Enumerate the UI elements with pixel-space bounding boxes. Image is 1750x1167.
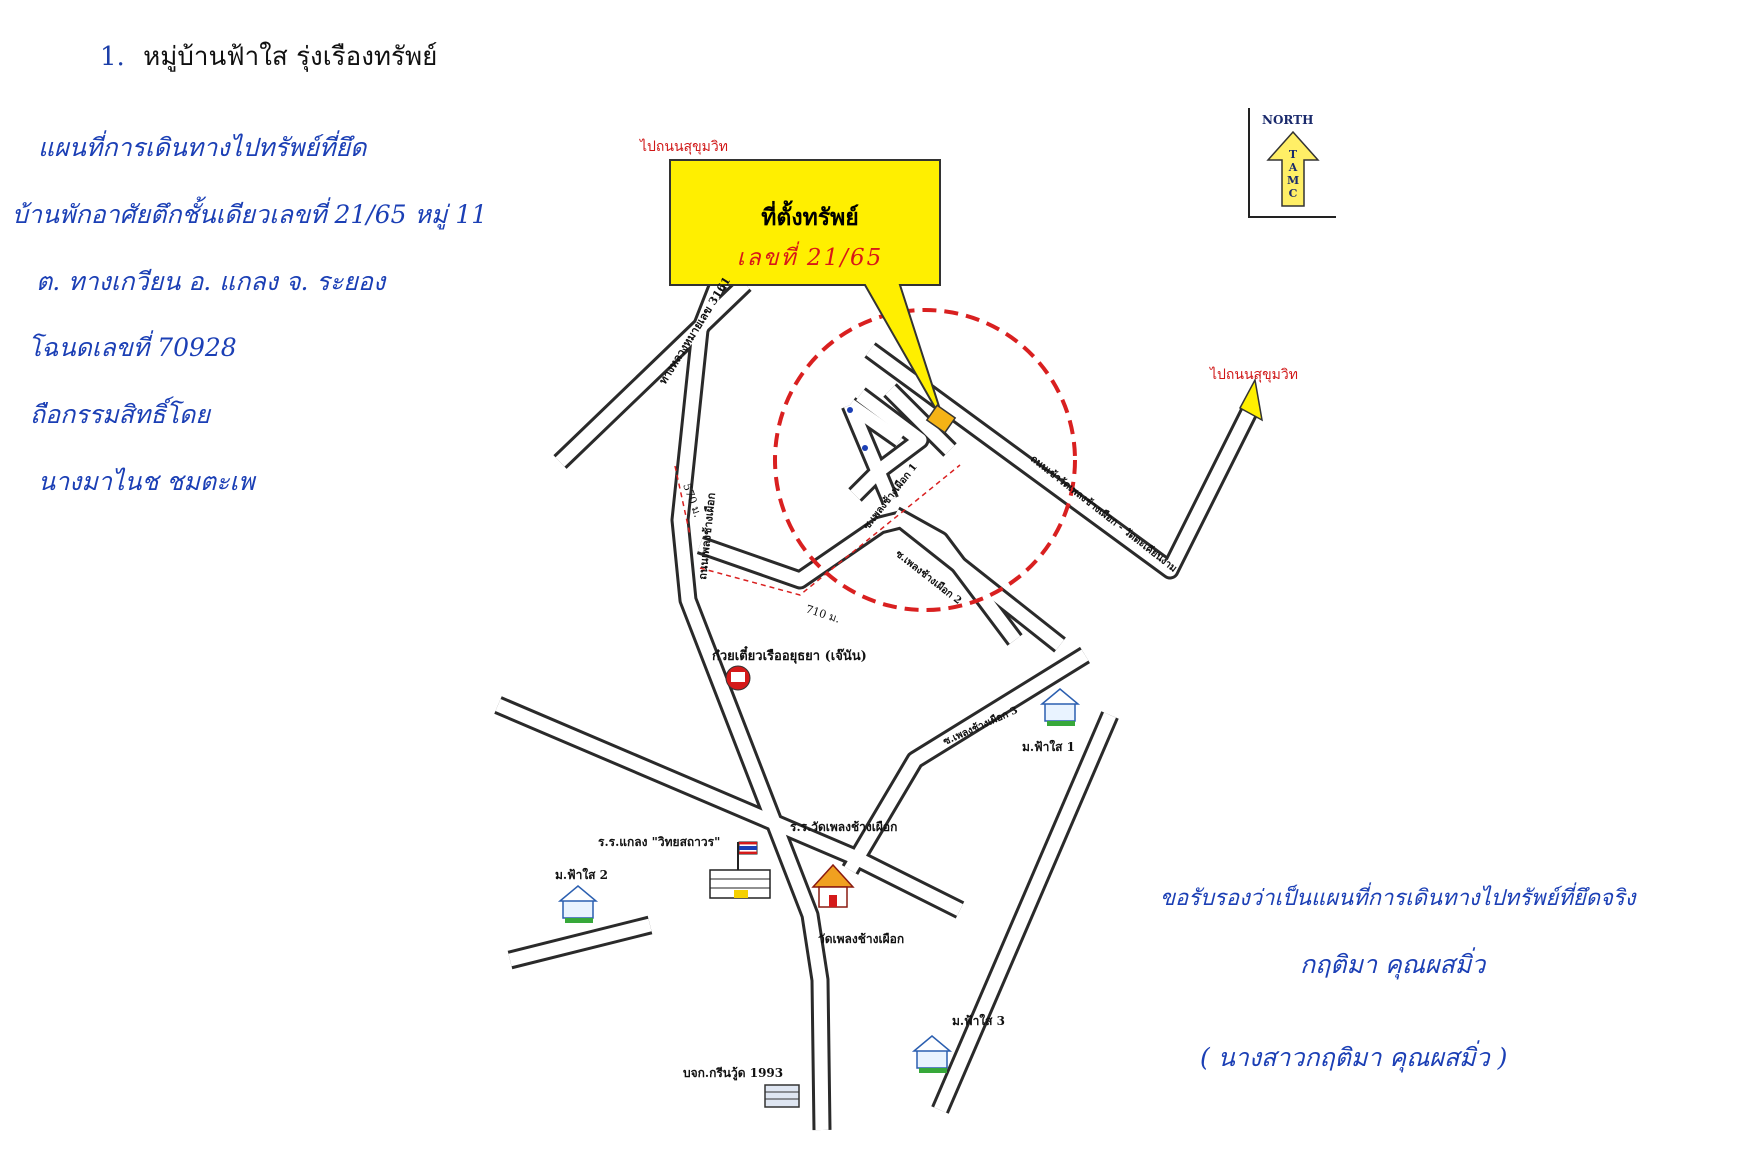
- label-village-2: ม.ฟ้าใส 2: [555, 868, 609, 882]
- property-callout-box: [669, 159, 946, 426]
- heading-number: 1.: [100, 42, 125, 72]
- compass-letter-c: C: [1288, 187, 1298, 200]
- label-village-1: ม.ฟ้าใส 1: [1022, 740, 1076, 754]
- property-area-circle: [773, 308, 1077, 612]
- label-to-sukhumvit-right: ไปถนนสุขุมวิท: [1210, 367, 1298, 383]
- company-icon: [764, 1084, 800, 1108]
- page-heading: 1. หมู่บ้านฟ้าใส รุ่งเรืองทรัพย์: [100, 36, 437, 77]
- label-road-to-wat: ถนนเข้าวัดเพลงช้างเผือก - วัดตะเคียนงาม: [1028, 453, 1179, 575]
- note-line-4: โฉนดเลขที่ 70928: [28, 333, 237, 362]
- label-to-sukhumvit-top: ไปถนนสุขุมวิท: [640, 139, 728, 155]
- house-icon-village-1: [1039, 688, 1081, 726]
- note-line-5: ถือกรรมสิทธิ์โดย: [30, 400, 210, 429]
- certification-name: ( นางสาวกฤติมา คุณผสมิ่ว ): [1200, 1043, 1508, 1072]
- compass-letters: T A M C: [1287, 148, 1299, 200]
- note-line-6: นางมาไนช ชมตะเพ: [38, 467, 255, 496]
- property-callout: ที่ตั้งทรัพย์ เลขที่ 21/65: [670, 200, 950, 276]
- compass-letter-m: M: [1287, 174, 1300, 187]
- label-company: บจก.กรีนวู้ด 1993: [683, 1066, 784, 1080]
- house-icon-village-2: [557, 885, 599, 923]
- note-line-3: ต. ทางเกวียน อ. แกลง จ. ระยอง: [36, 267, 386, 296]
- label-noodle-shop: ก๋วยเตี๋ยวเรืออยุธยา (เจ๊นัน): [712, 649, 867, 664]
- direction-arrow-icon: [1238, 377, 1264, 422]
- compass-letter-a: A: [1288, 161, 1298, 174]
- certification-line: ขอรับรองว่าเป็นแผนที่การเดินทางไปทรัพย์ท…: [1160, 886, 1636, 911]
- label-school-wat: ร.ร.วัดเพลงช้างเผือก: [790, 820, 898, 834]
- heading-title: หมู่บ้านฟ้าใส รุ่งเรืองทรัพย์: [143, 42, 438, 72]
- callout-subtitle: เลขที่ 21/65: [736, 245, 884, 271]
- temple-icon: [811, 863, 855, 908]
- noodle-shop-icon: [725, 665, 751, 691]
- property-marker: [925, 404, 957, 434]
- certification-signature: กฤติมา คุณผสมิ่ว: [1300, 950, 1486, 979]
- callout-title: ที่ตั้งทรัพย์: [761, 205, 859, 231]
- compass-letter-t: T: [1288, 148, 1298, 161]
- house-icon-village-3: [911, 1035, 953, 1073]
- label-dist-710: 710 ม.: [804, 602, 842, 625]
- north-label: NORTH: [1262, 113, 1314, 127]
- school-icon: [709, 841, 771, 899]
- north-arrow-icon: [1266, 130, 1320, 207]
- label-temple: วัดเพลงช้างเผือก: [818, 932, 905, 946]
- label-school-klaeng: ร.ร.แกลง "วิทยสถาวร": [598, 835, 721, 849]
- north-compass: T A M C: [1248, 108, 1336, 218]
- label-village-3: ม.ฟ้าใส 3: [952, 1014, 1006, 1028]
- note-line-1: แผนที่การเดินทางไปทรัพย์ที่ยึด: [38, 133, 367, 162]
- note-line-2: บ้านพักอาศัยตึกชั้นเดียวเลขที่ 21/65 หมู…: [12, 200, 488, 229]
